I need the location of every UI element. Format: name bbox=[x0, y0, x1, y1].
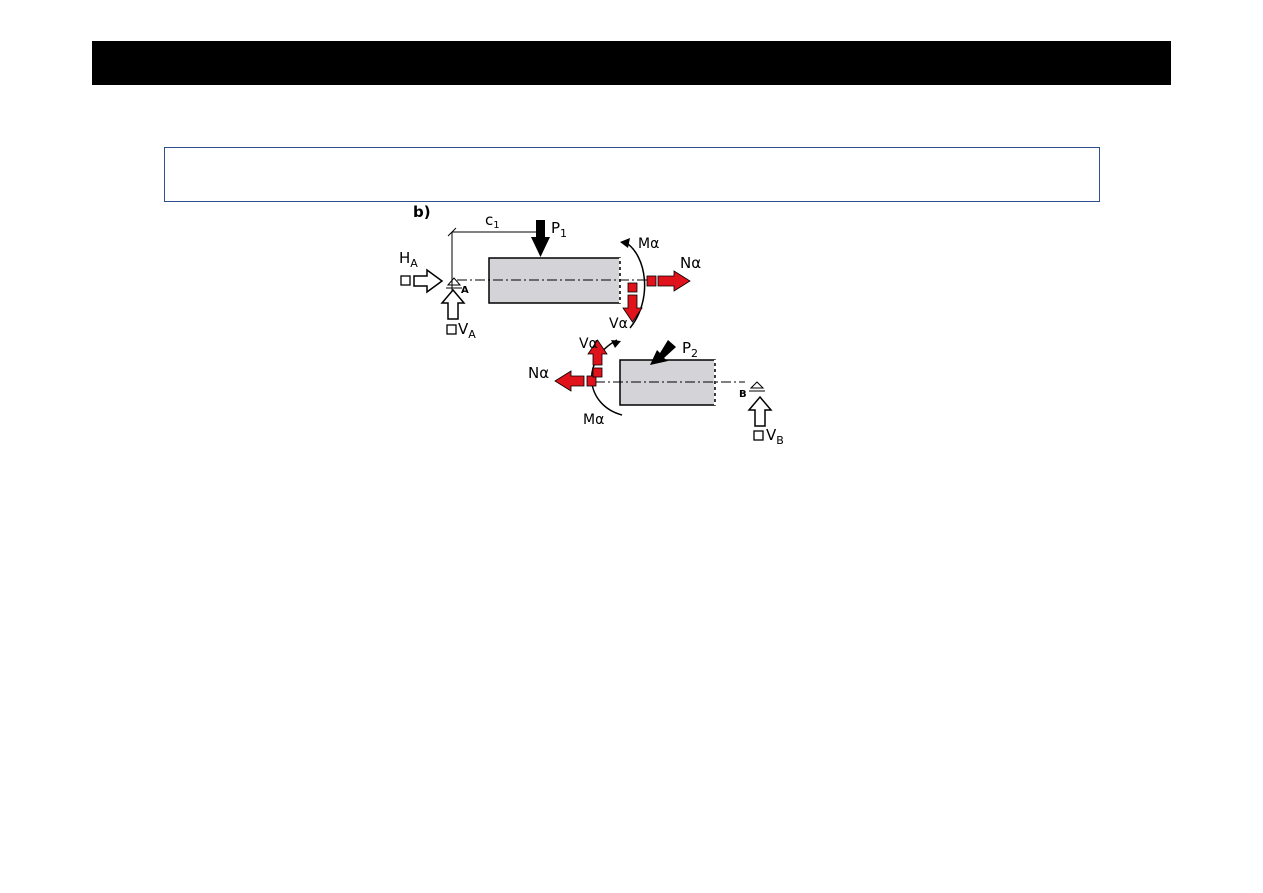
svg-text:Nα: Nα bbox=[528, 364, 549, 382]
svg-text:A: A bbox=[461, 285, 469, 296]
subtitle-box bbox=[164, 147, 1100, 202]
panel-label: b) bbox=[413, 203, 431, 221]
normal-force-upper-arrow: Nα bbox=[646, 254, 701, 292]
load-p1-arrow: P1 bbox=[531, 219, 567, 257]
free-body-diagram: b) c1 A HA VA P1 bbox=[385, 200, 805, 450]
svg-text:HA: HA bbox=[399, 249, 418, 270]
svg-text:P2: P2 bbox=[682, 339, 698, 360]
shear-force-upper-arrow: Vα bbox=[609, 282, 643, 332]
svg-text:P1: P1 bbox=[551, 219, 567, 240]
svg-text:Vα: Vα bbox=[609, 316, 628, 332]
normal-force-lower-arrow: Nα bbox=[528, 364, 597, 392]
reaction-va-arrow: VA bbox=[440, 288, 476, 341]
svg-text:Mα: Mα bbox=[583, 412, 604, 428]
support-a: A bbox=[446, 277, 469, 296]
load-p2-arrow: P2 bbox=[650, 339, 698, 365]
svg-text:B: B bbox=[739, 389, 747, 400]
reaction-ha-arrow: HA bbox=[399, 249, 444, 294]
svg-text:Mα: Mα bbox=[638, 236, 659, 252]
reaction-vb-arrow: VB bbox=[747, 395, 784, 447]
svg-text:Nα: Nα bbox=[680, 254, 701, 272]
moment-upper: Mα bbox=[620, 236, 659, 329]
shear-force-lower-arrow: Vα bbox=[579, 336, 608, 378]
svg-text:c1: c1 bbox=[485, 211, 500, 231]
dimension-c1: c1 bbox=[447, 211, 542, 300]
svg-text:VB: VB bbox=[766, 426, 784, 447]
title-bar bbox=[92, 41, 1171, 85]
svg-text:Vα: Vα bbox=[579, 336, 598, 352]
svg-text:VA: VA bbox=[458, 320, 476, 341]
support-b: B bbox=[739, 381, 765, 400]
